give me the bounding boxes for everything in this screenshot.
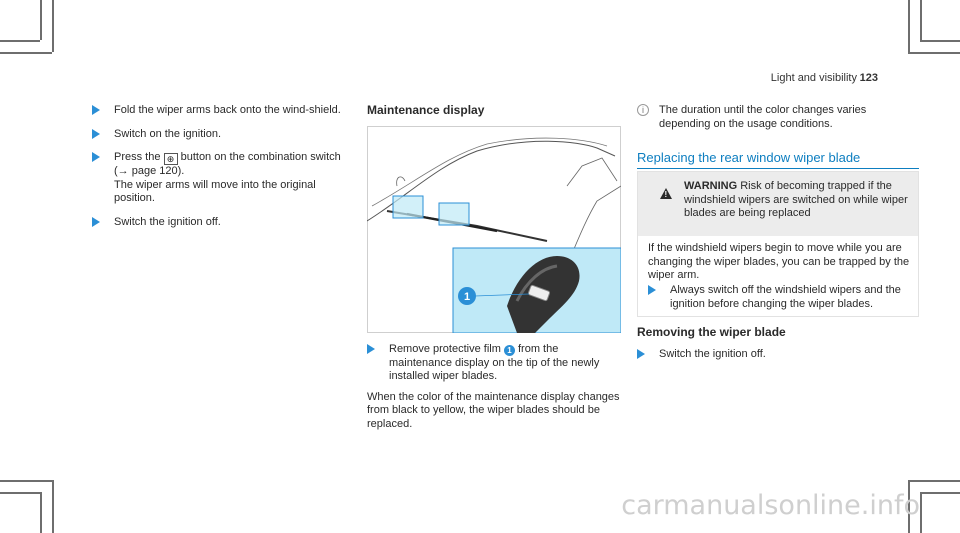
crop-mark bbox=[0, 480, 52, 482]
car-mirror-outline bbox=[566, 157, 618, 187]
callout-number: 1 bbox=[464, 291, 470, 303]
highlight-box-left bbox=[392, 195, 424, 219]
warning-title: WARNING Risk of becoming trapped if the … bbox=[684, 180, 910, 221]
info-note: i The duration until the color changes v… bbox=[637, 104, 919, 131]
note-text: The duration until the color changes var… bbox=[659, 104, 867, 130]
body-paragraph: When the color of the maintenance displa… bbox=[367, 390, 620, 430]
step-switch-off-wipers: Always switch off the windshield wipers … bbox=[648, 284, 910, 311]
crop-mark bbox=[0, 52, 52, 54]
callout-badge: 1 bbox=[503, 345, 515, 356]
step-arrow-icon bbox=[648, 285, 656, 295]
page-number: 123 bbox=[859, 72, 878, 84]
step-ignition-on: Switch on the ignition. bbox=[92, 128, 342, 142]
column-right-lower: Removing the wiper blade Switch the igni… bbox=[637, 325, 919, 362]
column-right: i The duration until the color changes v… bbox=[637, 104, 919, 169]
sub-heading: Removing the wiper blade bbox=[637, 325, 786, 339]
crop-mark bbox=[52, 480, 54, 533]
crop-mark bbox=[920, 492, 922, 533]
column-left: Fold the wiper arms back onto the wind-s… bbox=[92, 104, 342, 229]
crop-mark bbox=[920, 40, 960, 42]
highlight-box-right bbox=[438, 202, 470, 226]
step-ignition-off: Switch the ignition off. bbox=[92, 216, 342, 230]
warning-text: Risk of becoming trapped if the windshie… bbox=[684, 180, 908, 219]
step-fold-wipers: Fold the wiper arms back onto the wind-s… bbox=[92, 104, 342, 118]
step-text: from the maintenance display on the tip … bbox=[389, 343, 600, 382]
section-title: Light and visibility bbox=[770, 72, 857, 84]
wiper-icon: ⊕ bbox=[163, 153, 178, 165]
section-heading: Replacing the rear window wiper blade bbox=[637, 151, 919, 169]
crop-mark bbox=[0, 40, 40, 42]
crop-mark bbox=[52, 0, 54, 52]
step-arrow-icon bbox=[92, 128, 100, 139]
crop-mark bbox=[0, 492, 40, 494]
crop-mark bbox=[40, 0, 42, 40]
watermark: carmanualsonline.info bbox=[621, 490, 920, 521]
warning-icon: ! bbox=[660, 188, 672, 199]
step-text: Switch the ignition off. bbox=[114, 215, 221, 228]
step-arrow-icon bbox=[92, 152, 100, 162]
column-middle-lower: Remove protective film 1 from the mainte… bbox=[367, 343, 621, 431]
step-text: Fold the wiper arms back onto the wind-s… bbox=[114, 104, 341, 116]
step-arrow-icon bbox=[367, 344, 375, 354]
step-text: Always switch off the windshield wipers … bbox=[670, 284, 901, 310]
step-press-button: Press the ⊕ button on the combination sw… bbox=[92, 151, 342, 206]
section-heading: Maintenance display bbox=[367, 103, 485, 117]
crop-mark bbox=[908, 0, 910, 52]
step-text: Press the bbox=[114, 151, 161, 163]
callout-badge bbox=[458, 287, 476, 305]
crop-mark bbox=[908, 52, 960, 54]
column-middle: Maintenance display bbox=[367, 103, 621, 118]
warning-body: If the windshield wipers begin to move w… bbox=[648, 242, 910, 281]
step-result: The wiper arms will move into the origin… bbox=[114, 178, 316, 205]
crop-mark bbox=[908, 480, 910, 533]
crop-mark bbox=[920, 492, 960, 494]
page-header: Light and visibility 123 bbox=[660, 72, 960, 86]
step-arrow-icon bbox=[92, 105, 100, 115]
wiper-tip-highlight bbox=[515, 264, 558, 302]
warning-label: WARNING bbox=[684, 180, 738, 192]
step-arrow-icon bbox=[637, 348, 645, 359]
step-text: Switch on the ignition. bbox=[114, 127, 222, 140]
crop-mark bbox=[40, 492, 42, 533]
info-icon: i bbox=[637, 104, 649, 116]
warning-step: Always switch off the windshield wipers … bbox=[648, 284, 910, 311]
maintenance-display bbox=[527, 284, 551, 302]
car-detail-outline bbox=[396, 176, 406, 187]
step-ignition-off-2: Switch the ignition off. bbox=[637, 348, 919, 362]
crop-mark bbox=[920, 0, 922, 40]
callout-line bbox=[474, 293, 530, 297]
maintenance-display-figure: 1 bbox=[367, 126, 621, 333]
step-arrow-icon bbox=[92, 216, 100, 227]
step-text: Remove protective film bbox=[389, 343, 501, 355]
car-roof-outline bbox=[371, 137, 608, 207]
warning-box: ! WARNING Risk of becoming trapped if th… bbox=[637, 171, 919, 317]
step-text: Switch the ignition off. bbox=[659, 347, 766, 360]
step-remove-film: Remove protective film 1 from the mainte… bbox=[367, 343, 621, 384]
crop-mark bbox=[908, 480, 960, 482]
step-text: button on the combination switch (→ page… bbox=[114, 151, 341, 177]
warning-header bbox=[638, 172, 918, 236]
